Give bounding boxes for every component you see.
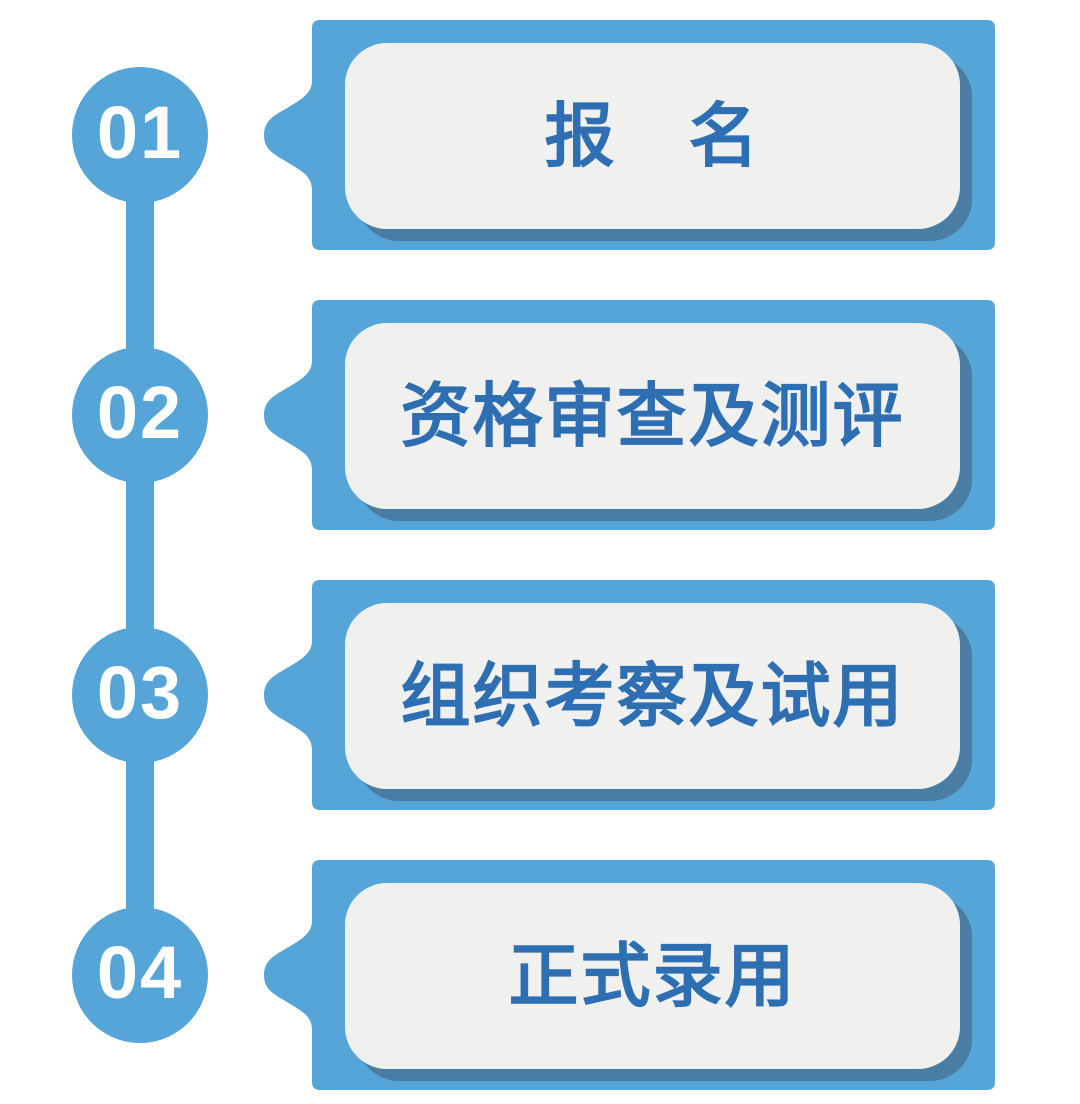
step-circle-01: 01: [72, 67, 208, 203]
step-circle-02: 02: [72, 347, 208, 483]
timeline-connector: [126, 135, 154, 975]
step-box-inspection-trial: 组织考察及试用: [252, 580, 995, 810]
step-label: 资格审查及测评: [400, 377, 905, 455]
step-circle-04: 04: [72, 907, 208, 1043]
step-number: 04: [96, 931, 184, 1014]
step-panel: 正式录用: [345, 883, 960, 1069]
step-circle-03: 03: [72, 627, 208, 763]
step-label: 组织考察及试用: [400, 657, 905, 735]
step-panel: 报 名: [345, 43, 960, 229]
step-number: 02: [96, 371, 184, 454]
step-box-registration: 报 名: [252, 20, 995, 250]
step-box-formal-employment: 正式录用: [252, 860, 995, 1090]
step-panel: 组织考察及试用: [345, 603, 960, 789]
step-label: 正式录用: [508, 937, 797, 1015]
step-label: 报 名: [544, 97, 761, 175]
step-box-qualification-review: 资格审查及测评: [252, 300, 995, 530]
step-panel: 资格审查及测评: [345, 323, 960, 509]
step-number: 01: [96, 91, 184, 174]
step-number: 03: [96, 651, 184, 734]
